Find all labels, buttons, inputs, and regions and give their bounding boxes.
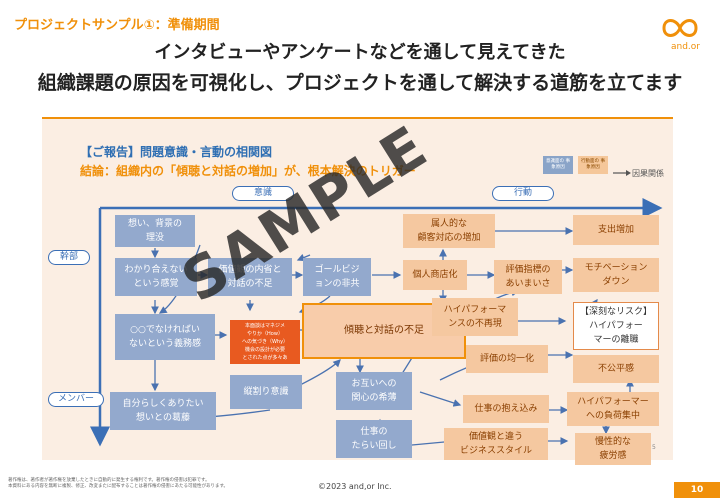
- node-n18: 自分らしくありたい 想いとの葛藤: [110, 392, 216, 430]
- inner-page-number: 5: [652, 444, 656, 451]
- node-n16: 縦割り意識: [230, 375, 302, 409]
- axis-label-koudou: 行動: [492, 186, 554, 201]
- node-n6: 支出増加: [573, 215, 659, 245]
- legend-blue: 意識面の 事象原因: [543, 156, 573, 174]
- node-n5: 属人的な 顧客対応の増加: [403, 214, 495, 248]
- axis-label-kanbu: 幹部: [48, 250, 90, 265]
- node-n17: お互いへの 関心の希薄: [336, 372, 412, 410]
- node-n9: モチベーション ダウン: [573, 258, 659, 292]
- node-n13-risk: 【深刻なリスク】 ハイパフォー マーの離職: [573, 302, 659, 350]
- page-title-line-1: インタビューやアンケートなどを通して見えてきた: [154, 42, 566, 63]
- and-or-logo-icon: [662, 19, 698, 37]
- legend-causal: 因果関係: [632, 169, 664, 178]
- copyright: ©2023 and,or Inc.: [318, 482, 392, 491]
- node-n14: 評価の均一化: [466, 345, 548, 373]
- logo-text: and.or: [671, 42, 700, 52]
- legend-orange: 行動面の 事象原因: [578, 156, 608, 174]
- footer-note: 著作権は、著作者が著作権を放棄したときに自動的に発生する権利です。著作権の侵害は…: [8, 478, 229, 489]
- legend-arrow-icon: [613, 170, 631, 176]
- axis-label-ishiki: 意識: [232, 186, 294, 201]
- axis-label-member: メンバー: [48, 392, 104, 407]
- node-n23: 慢性的な 疲労感: [575, 433, 651, 465]
- node-n22: 価値観と違う ビジネススタイル: [444, 428, 548, 460]
- annotation-note: 本面談はマネジメ やりか（How） への気づき（Why） 機会の設計が必要 とさ…: [230, 320, 300, 364]
- node-n2: わかり合えない という感覚: [115, 258, 197, 296]
- node-n8: 評価指標の あいまいさ: [494, 260, 562, 294]
- node-n4: ゴールビジ ョンの非共: [303, 258, 371, 296]
- node-n7: 個人商店化: [403, 260, 467, 290]
- report-title: 【ご報告】問題意識・言動の相関図: [80, 145, 273, 159]
- node-n1: 想い、背景の 理没: [115, 215, 195, 247]
- node-n10: ○○でなければい ないという義務感: [115, 314, 215, 360]
- page-title-line-2: 組織課題の原因を可視化し、プロジェクトを通して解決する道筋を立てます: [37, 72, 683, 94]
- node-n19: 仕事の抱え込み: [463, 395, 549, 423]
- node-n12: ハイパフォーマ ンスの不再現: [432, 298, 518, 336]
- slide-tag: プロジェクトサンプル①：準備期間: [14, 18, 220, 33]
- page-number: 10: [674, 482, 720, 498]
- node-n20: ハイパフォーマー への負荷集中: [567, 392, 659, 426]
- node-n3: 価値観の内省と 対話の不足: [208, 258, 292, 296]
- conclusion-text: 結論：組織内の「傾聴と対話の増加」が、根本解決のトリガー: [80, 164, 416, 178]
- node-n21: 仕事の たらい回し: [336, 420, 412, 458]
- node-n15: 不公平感: [573, 355, 659, 383]
